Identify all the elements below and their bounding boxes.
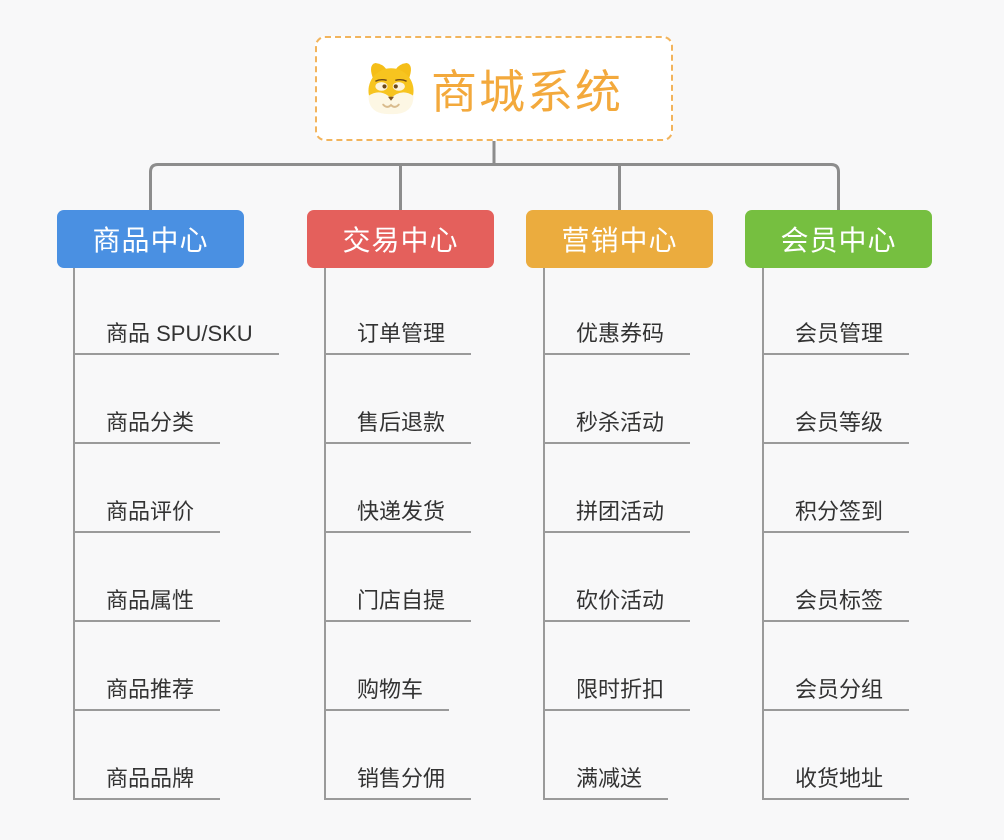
leaf-node[interactable]: 销售分佣 [324,764,472,800]
root-title: 商城系统 [431,65,623,118]
shiba-dog-icon [365,60,417,118]
leaf-node[interactable]: 收货地址 [762,764,910,800]
leaf-node[interactable]: 会员管理 [762,319,910,355]
branch-node-trade-center[interactable]: 交易中心 [307,210,494,268]
branch-node-product-center[interactable]: 商品中心 [57,210,244,268]
leaf-node[interactable]: 商品属性 [73,586,221,622]
leaf-node[interactable]: 商品分类 [73,408,221,444]
leaf-node[interactable]: 商品推荐 [73,675,221,711]
branch-node-member-center[interactable]: 会员中心 [745,210,932,268]
leaf-node[interactable]: 会员等级 [762,408,910,444]
column-marketing-center: 优惠券码 秒杀活动 拼团活动 砍价活动 限时折扣 满减送 [543,268,783,808]
leaf-node[interactable]: 购物车 [324,675,450,711]
leaf-node[interactable]: 优惠券码 [543,319,691,355]
leaf-node[interactable]: 售后退款 [324,408,472,444]
leaf-node[interactable]: 商品评价 [73,497,221,533]
leaf-node[interactable]: 秒杀活动 [543,408,691,444]
leaf-node[interactable]: 积分签到 [762,497,910,533]
column-trade-center: 订单管理 售后退款 快递发货 门店自提 购物车 销售分佣 [324,268,564,808]
leaf-node[interactable]: 商品品牌 [73,764,221,800]
leaf-node[interactable]: 满减送 [543,764,669,800]
branch-node-marketing-center[interactable]: 营销中心 [526,210,713,268]
root-node[interactable]: 商城系统 [315,36,673,141]
leaf-node[interactable]: 会员分组 [762,675,910,711]
leaf-node[interactable]: 门店自提 [324,586,472,622]
leaf-node[interactable]: 会员标签 [762,586,910,622]
leaf-node[interactable]: 拼团活动 [543,497,691,533]
column-member-center: 会员管理 会员等级 积分签到 会员标签 会员分组 收货地址 [762,268,1002,808]
leaf-node[interactable]: 订单管理 [324,319,472,355]
leaf-node[interactable]: 快递发货 [324,497,472,533]
leaf-node[interactable]: 砍价活动 [543,586,691,622]
leaf-node[interactable]: 限时折扣 [543,675,691,711]
column-product-center: 商品 SPU/SKU 商品分类 商品评价 商品属性 商品推荐 商品品牌 [73,268,313,808]
leaf-node[interactable]: 商品 SPU/SKU [73,319,279,355]
